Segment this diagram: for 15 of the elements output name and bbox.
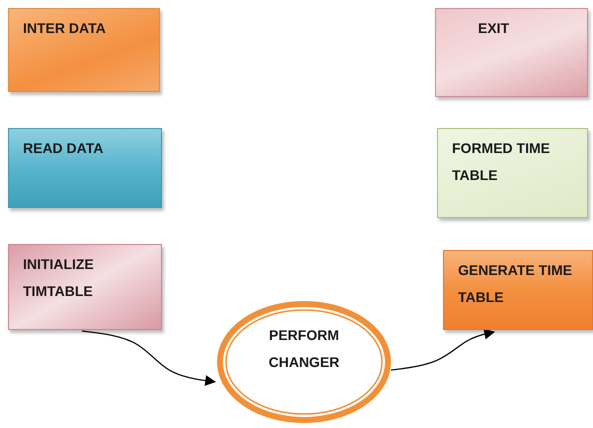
process-box [443,250,593,330]
node-label: EXIT [478,19,510,38]
process-box [437,128,588,218]
node-label: FORMED TIME TABLE [452,139,551,185]
node-label: GENERATE TIME TABLE [458,261,574,307]
process-box [8,244,162,330]
node-label: INTER DATA [23,19,107,38]
process-box [8,8,160,92]
node-label: READ DATA [23,139,104,158]
curved-arrow [390,328,496,371]
process-box [435,8,588,97]
node-label: PERFORM CHANGER [268,326,340,372]
process-ellipse [216,300,392,424]
process-box [8,128,162,208]
node-label: INITIALIZE TIMTABLE [23,255,95,301]
